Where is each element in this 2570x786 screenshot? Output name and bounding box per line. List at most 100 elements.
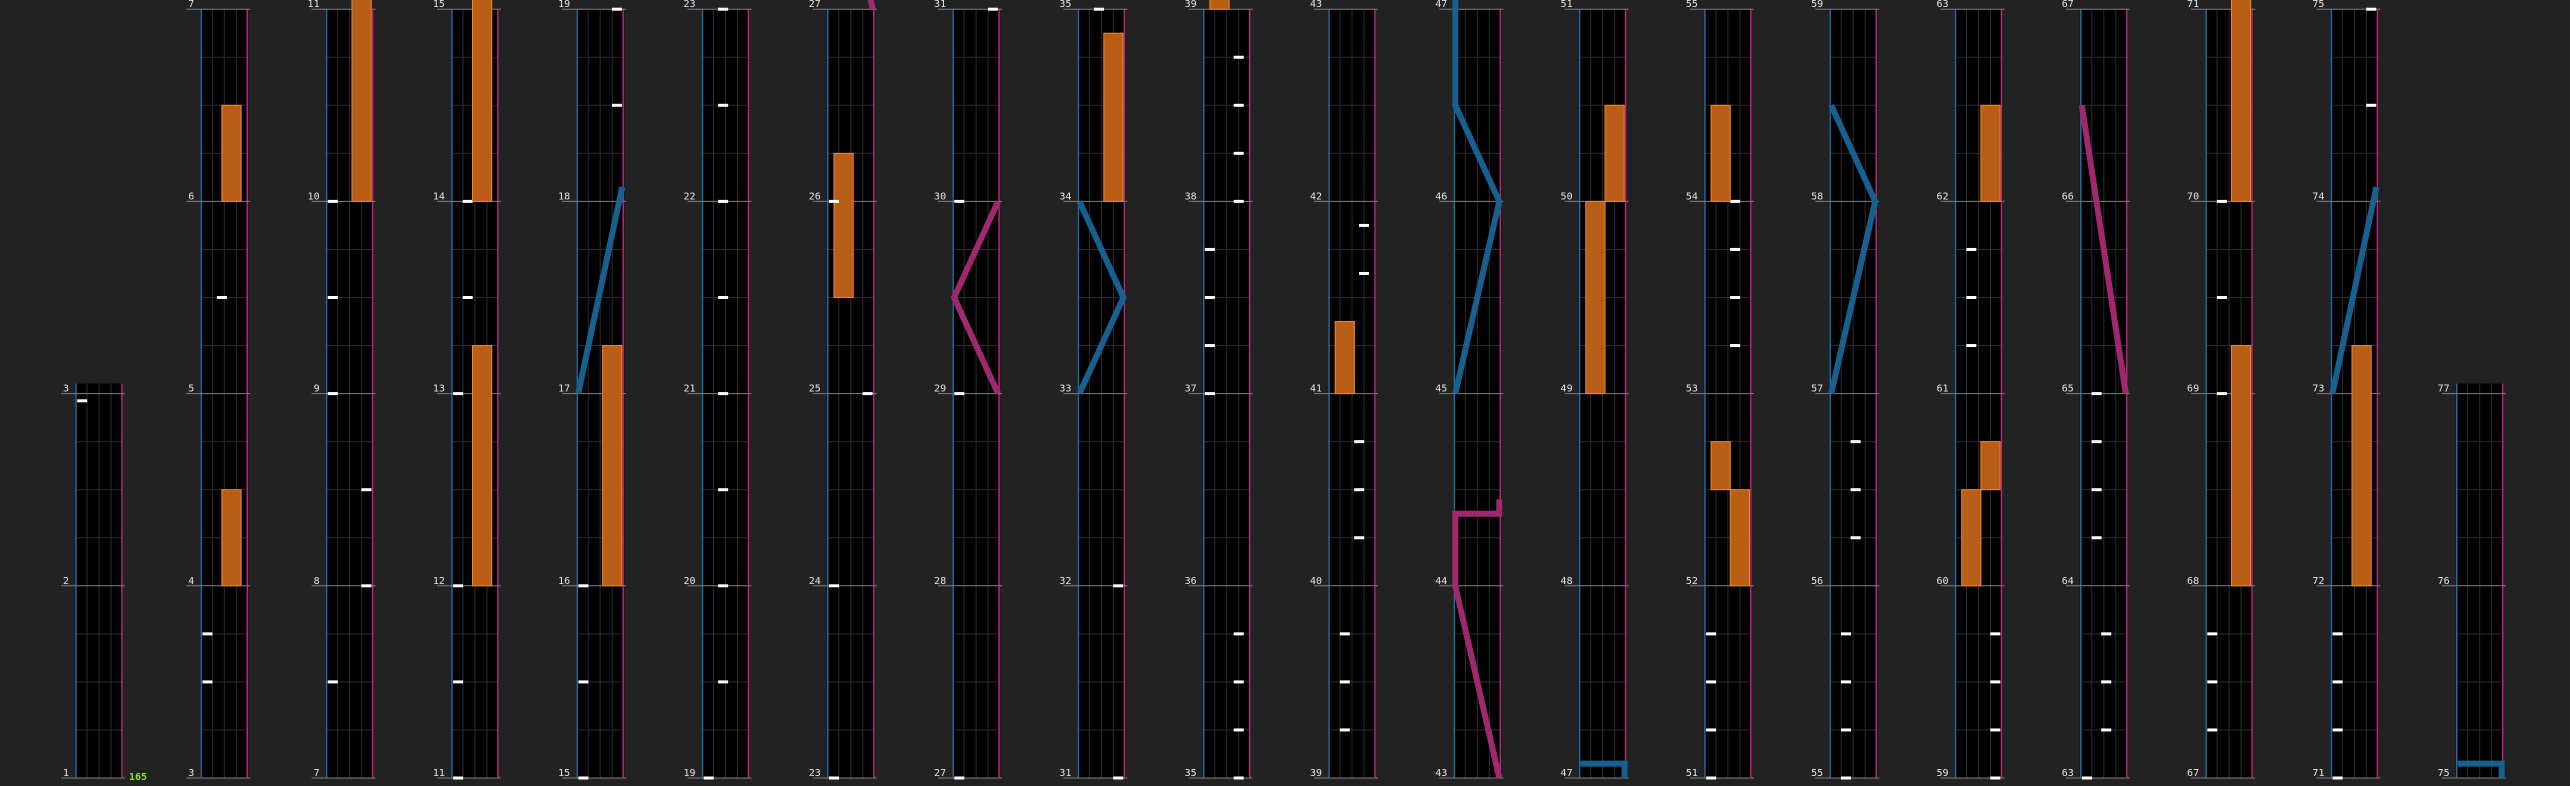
tap-note [2082, 776, 2092, 780]
measure-number: 39 [1185, 0, 1197, 10]
measure-number: 71 [2187, 0, 2199, 10]
tap-note [1233, 776, 1244, 780]
measure-number: 69 [2187, 384, 2199, 395]
hold-note [1209, 0, 1230, 10]
measure-number: 67 [2062, 0, 2074, 10]
tap-note [1990, 680, 2001, 684]
measure-number: 73 [2312, 384, 2324, 395]
hold-note [1585, 200, 1606, 395]
slide-left-note [2457, 760, 2505, 778]
tap-note [2332, 728, 2343, 732]
measure-number: 33 [1059, 384, 1071, 395]
tap-note [2216, 199, 2227, 203]
tap-note [1204, 247, 1215, 251]
measure-number: 53 [1686, 384, 1698, 395]
tap-note [327, 296, 338, 299]
tap-note [1850, 488, 1861, 492]
tap-note [1354, 488, 1365, 492]
measure-number: 42 [1310, 191, 1322, 202]
measure-number: 58 [1811, 191, 1823, 202]
measure-number: 49 [1561, 384, 1573, 395]
measure-number: 71 [2312, 768, 2324, 779]
slide-left-note [1076, 200, 1127, 395]
measure-number: 48 [1561, 576, 1573, 587]
slide-left-note [1828, 104, 1879, 395]
tap-note [1730, 296, 1741, 299]
measure-number: 77 [2438, 384, 2450, 395]
measure-number: 3 [188, 768, 194, 779]
hold-note [2231, 0, 2252, 202]
tap-note [1966, 344, 1977, 348]
tap-note [718, 7, 729, 11]
tap-note [1850, 440, 1861, 444]
measure-number: 28 [934, 576, 946, 587]
tap-note [1339, 680, 1350, 684]
tap-note [2101, 680, 2112, 684]
measure-number: 26 [809, 191, 821, 202]
tap-note [2091, 392, 2102, 396]
measure-number: 19 [683, 768, 695, 779]
tap-note [1233, 632, 1244, 636]
tap-note [1233, 151, 1244, 155]
measure-number: 14 [433, 191, 445, 202]
hold-note [1103, 32, 1124, 202]
tap-note [718, 199, 729, 203]
tap-note [987, 7, 998, 11]
hold-note [472, 0, 493, 202]
measure-number: 9 [314, 384, 320, 395]
measure-number: 34 [1059, 191, 1071, 202]
bpm-label: 165 [129, 772, 147, 783]
measure-number: 45 [1435, 384, 1447, 395]
measure-number: 66 [2062, 191, 2074, 202]
measure-number: 4 [188, 576, 194, 587]
measure-number: 30 [934, 191, 946, 202]
tap-note [327, 199, 338, 203]
tap-note [2366, 7, 2377, 11]
measure-number: 17 [558, 384, 570, 395]
tap-note [1113, 584, 1124, 588]
hold-note [351, 0, 372, 202]
measure-number: 27 [934, 768, 946, 779]
tap-note [2091, 440, 2102, 444]
tap-note [2332, 632, 2343, 636]
measure-number: 11 [433, 768, 445, 779]
measure-number: 31 [934, 0, 946, 10]
measure-number: 19 [558, 0, 570, 10]
measure-number: 63 [2062, 768, 2074, 779]
tap-note [829, 199, 839, 203]
slide-left-note [1452, 0, 1503, 395]
measure-number: 57 [1811, 384, 1823, 395]
measure-number: 23 [809, 768, 821, 779]
tap-note [2216, 296, 2227, 299]
tap-note [77, 399, 88, 403]
measure-number: 64 [2062, 576, 2074, 587]
hold-note [1710, 441, 1731, 491]
measure-number: 29 [934, 384, 946, 395]
measure-number: 70 [2187, 191, 2199, 202]
measure-number: 56 [1811, 576, 1823, 587]
measure-number: 25 [809, 384, 821, 395]
measure-number: 59 [1936, 768, 1948, 779]
hold-note [2351, 345, 2372, 587]
tap-note [954, 392, 965, 396]
measure-number: 36 [1185, 576, 1197, 587]
tap-note [718, 103, 729, 107]
tap-note [2332, 776, 2343, 780]
tap-note [718, 392, 729, 396]
tap-note [2101, 632, 2112, 636]
measure-number: 8 [314, 576, 320, 587]
tap-note [1339, 632, 1350, 636]
tap-note [462, 296, 473, 299]
tap-note [2332, 680, 2343, 684]
measure-number: 12 [433, 576, 445, 587]
tap-note [1113, 776, 1124, 780]
measure-number: 35 [1185, 768, 1197, 779]
tap-note [327, 392, 338, 396]
tap-note [453, 584, 464, 588]
hold-note [1980, 104, 2001, 202]
tap-note [2207, 728, 2218, 732]
tap-note [453, 680, 464, 684]
tap-note [1233, 199, 1244, 203]
measure-number: 60 [1936, 576, 1948, 587]
slide-left-note [2329, 186, 2380, 395]
